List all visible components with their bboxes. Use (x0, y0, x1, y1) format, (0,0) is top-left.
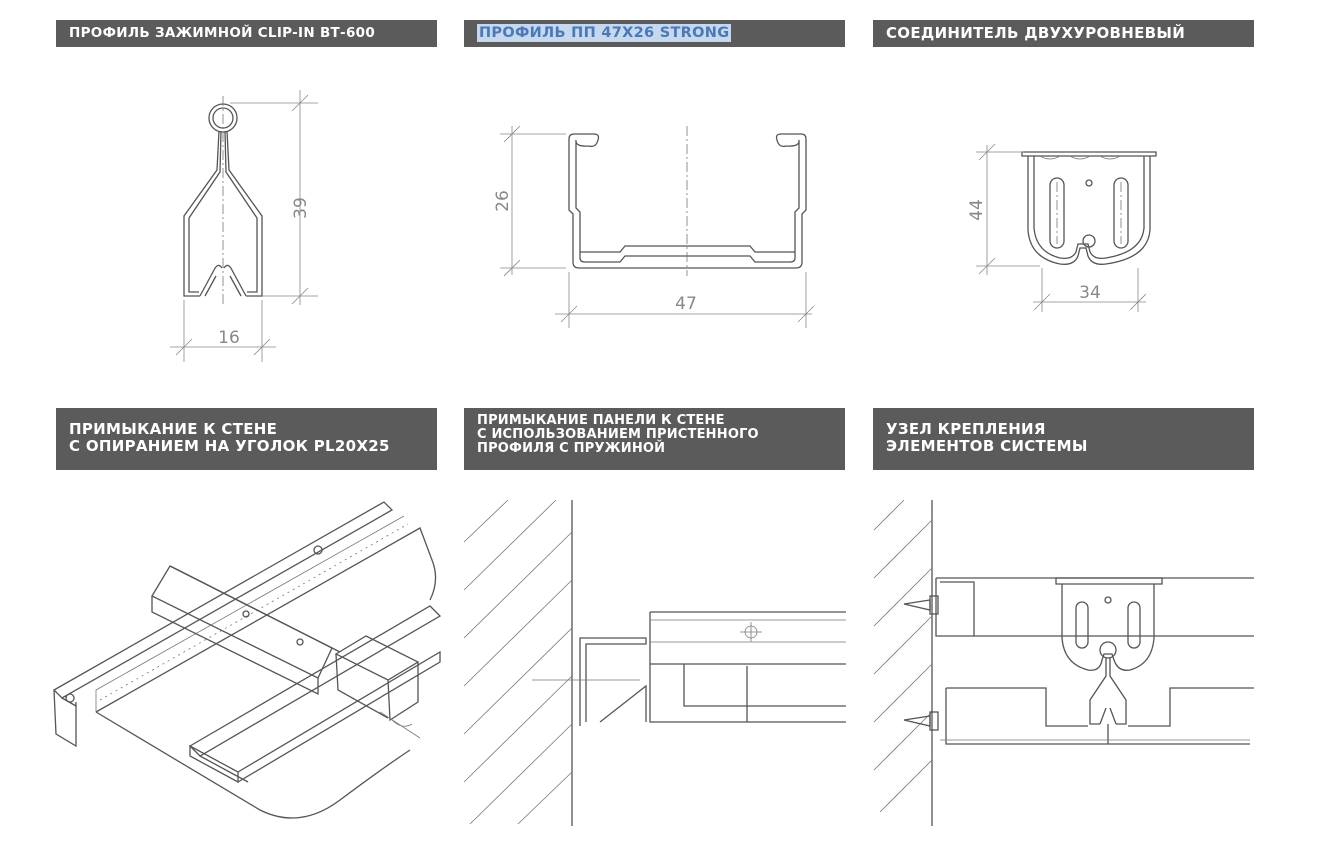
panel-title: ПРИМЫКАНИЕ К СТЕНЕ С ОПИРАНИЕМ НА УГОЛОК… (56, 408, 437, 470)
dimension-width-label: 34 (1079, 283, 1101, 303)
panel-title-text-selected: ПРОФИЛЬ ПП 47Х26 STRONG (477, 24, 732, 42)
panel-title-text: СОЕДИНИТЕЛЬ ДВУХУРОВНЕВЫЙ (886, 24, 1186, 42)
dimension-width-label: 16 (218, 328, 240, 348)
dimension-height-label: 44 (967, 199, 987, 221)
panel-title-line2: С ИСПОЛЬЗОВАНИЕМ ПРИСТЕННОГО (477, 427, 759, 442)
panel-title-text: ПРОФИЛЬ ЗАЖИМНОЙ CLIP-IN ВТ-600 (69, 25, 376, 41)
panel-title-line2: С ОПИРАНИЕМ НА УГОЛОК PL20Х25 (69, 437, 390, 455)
panel-title-line3: ПРОФИЛЯ С ПРУЖИНОЙ (477, 441, 666, 456)
dimension-width-label: 47 (675, 294, 697, 314)
panel-title-line1: УЗЕЛ КРЕПЛЕНИЯ (886, 420, 1046, 438)
panel-title-line2: ЭЛЕМЕНТОВ СИСТЕМЫ (886, 437, 1088, 455)
panel-title: ПРИМЫКАНИЕ ПАНЕЛИ К СТЕНЕ С ИСПОЛЬЗОВАНИ… (464, 408, 845, 470)
panel-title: СОЕДИНИТЕЛЬ ДВУХУРОВНЕВЫЙ (873, 20, 1254, 47)
dimension-height-label: 26 (493, 190, 513, 212)
dimension-height-label: 39 (291, 197, 311, 219)
panel-title-line1: ПРИМЫКАНИЕ ПАНЕЛИ К СТЕНЕ (477, 413, 725, 428)
panel-title: ПРОФИЛЬ ПП 47Х26 STRONG (464, 20, 845, 47)
panel-title-line1: ПРИМЫКАНИЕ К СТЕНЕ (69, 420, 278, 438)
panel-title: УЗЕЛ КРЕПЛЕНИЯ ЭЛЕМЕНТОВ СИСТЕМЫ (873, 408, 1254, 470)
panel-title: ПРОФИЛЬ ЗАЖИМНОЙ CLIP-IN ВТ-600 (56, 20, 437, 47)
